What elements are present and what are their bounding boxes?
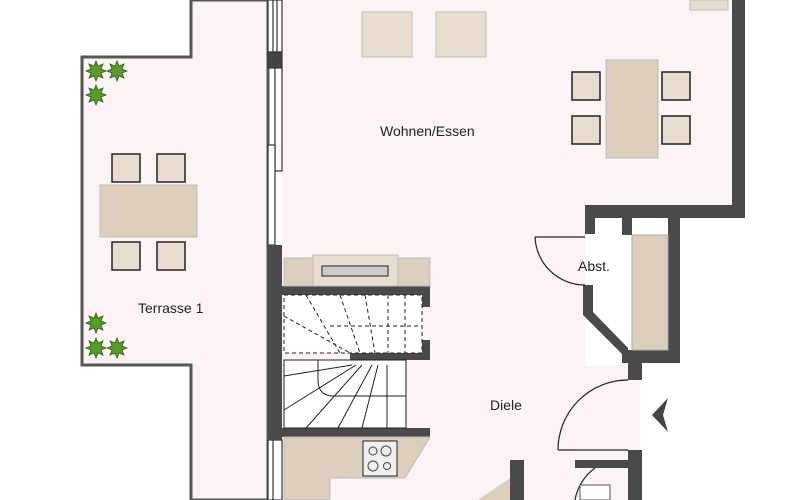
room-label-living: Wohnen/Essen bbox=[380, 123, 475, 139]
washbasin bbox=[579, 484, 611, 500]
storage-shelf bbox=[631, 234, 669, 351]
bath-counter bbox=[478, 478, 510, 500]
dining-set bbox=[571, 59, 691, 159]
room-label-terrace: Terrasse 1 bbox=[138, 300, 204, 316]
plant-icons bbox=[84, 59, 129, 360]
storage-door bbox=[534, 236, 586, 286]
bath-door bbox=[574, 467, 596, 500]
entrance-door bbox=[557, 379, 629, 451]
armchairs bbox=[361, 0, 729, 58]
cooktop bbox=[362, 440, 398, 477]
staircase bbox=[283, 294, 423, 429]
walls bbox=[268, 0, 745, 500]
terrace-dining-set bbox=[99, 153, 198, 271]
room-label-hall: Diele bbox=[490, 397, 522, 413]
entrance-arrow-icon bbox=[652, 398, 668, 432]
room-label-storage: Abst. bbox=[578, 258, 610, 274]
